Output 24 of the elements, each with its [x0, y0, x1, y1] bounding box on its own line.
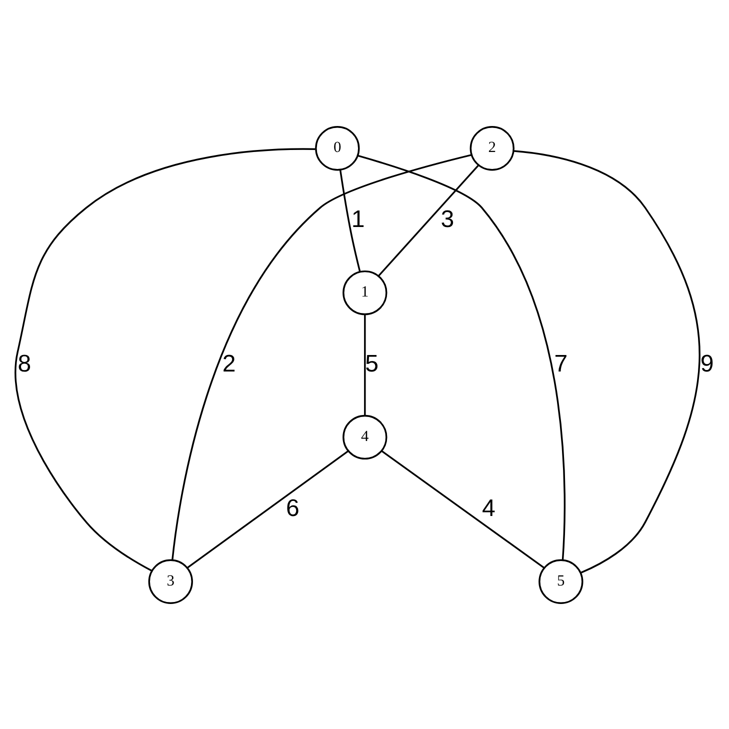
edge-label: 9 — [700, 350, 714, 377]
connector — [172, 154, 472, 560]
connector — [339, 169, 361, 272]
connector — [381, 450, 545, 568]
edge-label: 5 — [365, 350, 378, 377]
edge-label: 4 — [482, 494, 496, 522]
edge-label: 8 — [18, 350, 32, 377]
edge-label: 6 — [286, 494, 300, 522]
node-circle: 4 — [342, 414, 388, 460]
connector — [187, 450, 349, 568]
node-circle: 1 — [342, 270, 388, 315]
edge-label: 1 — [351, 205, 365, 232]
edge-label: 7 — [554, 350, 568, 377]
connector — [358, 154, 566, 560]
node-circle: 3 — [148, 558, 193, 604]
node-circle: 0 — [315, 126, 360, 170]
edge-label: 2 — [222, 350, 236, 377]
node-circle: 5 — [538, 558, 584, 604]
edge-label: 3 — [440, 205, 454, 232]
connector — [14, 148, 316, 572]
connector — [514, 150, 700, 573]
connector — [378, 164, 480, 276]
node-circle: 2 — [470, 126, 514, 170]
connector — [364, 314, 366, 415]
